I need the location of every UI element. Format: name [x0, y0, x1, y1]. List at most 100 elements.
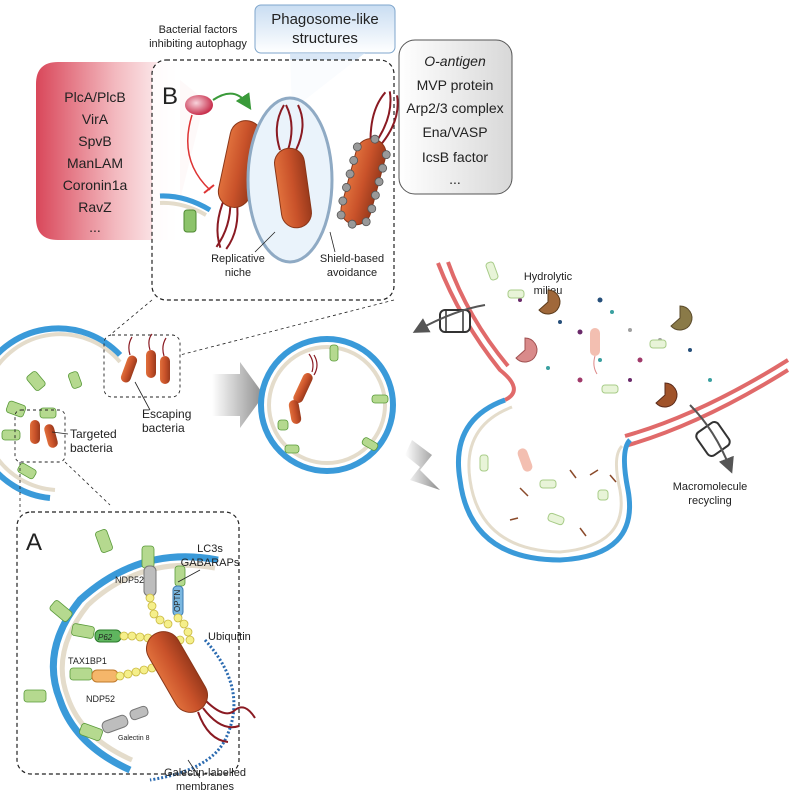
factors-list: PlcA/PlcB VirA SpvB ManLAM Coronin1a Rav…: [63, 89, 128, 235]
lc3-marker: [329, 344, 339, 362]
progression-arrow-1: [212, 362, 264, 428]
fragments: [509, 469, 617, 537]
lc3-marker: [174, 565, 186, 587]
shield-box: [398, 39, 513, 195]
bacterial-factor-icon: [185, 95, 213, 115]
ndp52-bottom-label: NDP52: [86, 694, 115, 704]
factor-item: RavZ: [78, 199, 112, 215]
replicative-pointer: [254, 231, 276, 253]
degradation-particles: [479, 261, 712, 526]
optn-label: OPTN: [173, 590, 182, 612]
shield-item: ...: [449, 171, 461, 187]
lc3-marker: [49, 600, 73, 622]
bacterial-factors-label-1: Bacterial factors: [159, 24, 238, 36]
lc3-marker: [17, 462, 37, 480]
hydrolytic-label-1: Hydrolytic: [524, 271, 573, 283]
galectin-label-1: Galectin-labelled: [164, 767, 246, 779]
ubiquitin-label: Ubiquitin: [208, 631, 251, 643]
digested-bacteria: [517, 328, 600, 472]
ndp52-receptor-bottom: [101, 714, 129, 734]
phagophore-fragment-inner: [159, 200, 207, 217]
ndp52-receptor-top: [143, 565, 157, 597]
p62-label: P62: [98, 633, 113, 642]
lc3-marker: [183, 209, 197, 233]
targeted-pointer: [51, 431, 69, 435]
factor-item: SpvB: [78, 133, 111, 149]
lc3-label-1: LC3s: [197, 543, 223, 555]
lysosome-membrane-right-inner: [624, 368, 790, 448]
shield-list: O-antigen MVP protein Arp2/3 complex Ena…: [406, 53, 503, 187]
efflux-transporter-right: [689, 404, 734, 474]
factor-item: ManLAM: [67, 155, 123, 171]
lc3-markers-step2: [277, 344, 389, 454]
shield-item: Arp2/3 complex: [406, 100, 503, 116]
galectin-pointer: [187, 759, 201, 779]
factor-item: VirA: [82, 111, 109, 127]
lc3-marker: [68, 371, 82, 389]
shield-item: Ena/VASP: [422, 124, 487, 140]
galectin-membrane: [149, 638, 236, 782]
replicative-label-2: niche: [225, 267, 251, 279]
targeted-label-1: Targeted: [70, 427, 117, 441]
autophagosome-inner: [267, 345, 387, 465]
escaping-label-1: Escaping: [142, 407, 191, 421]
phagophore-1-inner: [0, 332, 122, 492]
connector-b-left: [109, 299, 153, 336]
targeted-bacterium-panel-a: [146, 631, 256, 743]
phagophore-fragment: [159, 193, 212, 213]
lc3-markers-step1: [1, 371, 82, 480]
recycling-label-2: recycling: [688, 495, 731, 507]
targeted-frame: [14, 409, 66, 463]
lc3-marker: [284, 444, 300, 454]
lc3-marker: [141, 545, 155, 569]
lc3-marker: [5, 400, 27, 418]
escaping-frame: [103, 334, 181, 398]
shield-item: IcsB factor: [422, 149, 488, 165]
shield-item: O-antigen: [424, 53, 486, 69]
targeted-bacteria: [30, 420, 58, 448]
lc3-marker: [23, 689, 47, 703]
bacterium-center: [274, 104, 312, 229]
efflux-transporter-left: [412, 304, 486, 333]
lc3-marker: [1, 429, 21, 441]
shield-label-1: Shield-based: [320, 253, 384, 265]
progression-arrow-2: [405, 440, 440, 490]
bacterial-factors-label-2: inhibiting autophagy: [149, 38, 247, 50]
panel-a-frame: [16, 511, 240, 775]
lc3-label-2: GABARAPs: [181, 557, 240, 569]
lc3-pointer: [177, 569, 201, 583]
escaping-bacteria: [120, 333, 170, 384]
galectin-label-2: membranes: [176, 781, 235, 793]
captured-bacteria: [288, 353, 318, 424]
shield-label-2: avoidance: [327, 267, 377, 279]
factor-item: ...: [89, 219, 101, 235]
galectin8-label: Galectin 8: [118, 735, 150, 742]
phagophore-1-outer: [0, 325, 123, 501]
lysosome-membrane-left: [436, 262, 516, 402]
phagosome-label-2: structures: [292, 30, 358, 47]
panel-b-letter: B: [162, 83, 178, 110]
lc3-marker: [371, 394, 389, 404]
lc3-marker: [277, 419, 289, 431]
lc3-marker: [39, 407, 57, 419]
factors-box: [36, 62, 180, 240]
autolysosome-membrane-inner: [467, 405, 624, 554]
lc3-marker: [79, 723, 103, 741]
panel-a-letter: A: [26, 529, 42, 556]
ndp52-top-label: NDP52: [115, 575, 144, 585]
lc3-marker: [95, 529, 113, 553]
escaping-label-2: bacteria: [142, 421, 185, 435]
hydrolase-enzymes: [515, 289, 693, 408]
lc3-marker: [26, 371, 46, 391]
recycling-label-1: Macromolecule: [673, 481, 748, 493]
autolysosome-membrane: [456, 397, 632, 563]
green-arrow: [212, 92, 252, 111]
inhibition-bar: [203, 184, 215, 194]
lc3-marker: [361, 437, 379, 451]
escaping-pointer: [134, 381, 151, 411]
phagosome-label-1: Phagosome-like: [271, 11, 379, 28]
replicative-label-1: Replicative: [211, 253, 265, 265]
inhibition-line: [186, 114, 211, 191]
shield-pointer: [329, 231, 336, 253]
